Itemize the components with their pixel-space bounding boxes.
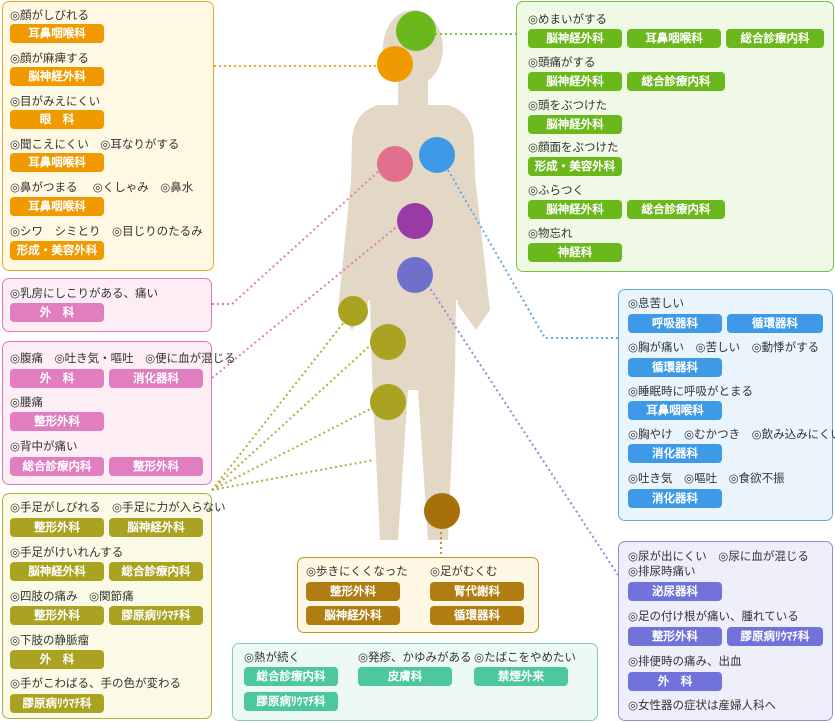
symptom-groin-pain: ◎足の付け根が痛い、腫れている bbox=[628, 609, 799, 623]
dept-pill[interactable]: 脳神経外科 bbox=[528, 200, 622, 219]
symptom-heartburn: ◎胸やけ ◎むかつき ◎飲み込みにくい bbox=[628, 427, 835, 441]
dept-pill[interactable]: 整形外科 bbox=[109, 457, 203, 476]
abdomen-dot-purple bbox=[397, 203, 433, 239]
symptom-fever: ◎熱が続く bbox=[244, 650, 301, 664]
dept-pill[interactable]: 眼 科 bbox=[10, 110, 104, 129]
dept-pill[interactable]: 外 科 bbox=[10, 303, 104, 322]
symptom-upper-back-pain: ◎背中が痛い bbox=[10, 439, 78, 453]
dept-pill[interactable]: 膠原病ﾘｳﾏﾁ科 bbox=[727, 627, 823, 646]
symptom-leg-swelling: ◎足がむくむ bbox=[430, 564, 498, 578]
symptom-face-numb: ◎顔がしびれる bbox=[10, 8, 90, 22]
symptom-gynecology-note: ◎女性器の症状は産婦人科へ bbox=[628, 698, 777, 712]
dept-pill[interactable]: 総合診療内科 bbox=[627, 72, 725, 91]
head-dot-green bbox=[396, 11, 436, 51]
dept-pill[interactable]: 膠原病ﾘｳﾏﾁ科 bbox=[109, 606, 203, 625]
symptom-walking: ◎歩きにくくなった bbox=[306, 564, 408, 578]
dept-pill[interactable]: 耳鼻咽喉科 bbox=[10, 24, 104, 43]
breast-dot-pink bbox=[377, 146, 413, 182]
dept-pill[interactable]: 整形外科 bbox=[10, 606, 104, 625]
symptom-headache: ◎頭痛がする bbox=[528, 55, 596, 69]
symptom-face-bump: ◎顔面をぶつけた bbox=[528, 140, 619, 154]
symptom-nose: ◎鼻がつまる ◎くしゃみ ◎鼻水 bbox=[10, 180, 194, 194]
dept-pill[interactable]: 禁煙外来 bbox=[474, 667, 568, 686]
dept-pill[interactable]: 外 科 bbox=[628, 672, 722, 691]
dept-pill[interactable]: 皮膚科 bbox=[358, 667, 452, 686]
symptom-hearing: ◎聞こえにくい ◎耳なりがする bbox=[10, 137, 180, 151]
dept-pill[interactable]: 脳神経外科 bbox=[10, 67, 104, 86]
dept-pill[interactable]: 整形外科 bbox=[10, 412, 104, 431]
symptom-rash: ◎発疹、かゆみがある bbox=[358, 650, 472, 664]
dept-pill[interactable]: 循環器科 bbox=[628, 358, 722, 377]
arm-dot-olive bbox=[338, 296, 368, 326]
symptom-limb-numbness: ◎手足がしびれる ◎手足に力が入らない bbox=[10, 500, 226, 514]
face-dot-orange bbox=[377, 46, 413, 82]
dept-pill[interactable]: 総合診療内科 bbox=[10, 457, 104, 476]
symptom-sleep-apnea: ◎睡眠時に呼吸がとまる bbox=[628, 384, 754, 398]
symptom-dizziness: ◎めまいがする bbox=[528, 12, 608, 26]
dept-pill[interactable]: 耳鼻咽喉科 bbox=[10, 153, 104, 172]
dept-pill[interactable]: 膠原病ﾘｳﾏﾁ科 bbox=[244, 692, 338, 711]
dept-pill[interactable]: 整形外科 bbox=[10, 518, 104, 537]
thigh-dot-olive bbox=[370, 324, 406, 360]
dept-pill[interactable]: 形成・美容外科 bbox=[10, 241, 104, 260]
dept-pill[interactable]: 消化器科 bbox=[628, 489, 722, 508]
dept-pill[interactable]: 脳神経外科 bbox=[109, 518, 203, 537]
chest-dot-blue bbox=[419, 137, 455, 173]
dept-pill[interactable]: 総合診療内科 bbox=[109, 562, 203, 581]
dept-pill[interactable]: 総合診療内科 bbox=[244, 667, 338, 686]
dept-pill[interactable]: 脳神経外科 bbox=[10, 562, 104, 581]
symptom-forgetfulness: ◎物忘れ bbox=[528, 226, 573, 240]
symptom-breathless: ◎息苦しい bbox=[628, 296, 685, 310]
dept-pill[interactable]: 形成・美容外科 bbox=[528, 157, 622, 176]
symptom-unsteady: ◎ふらつく bbox=[528, 183, 585, 197]
head-left-box bbox=[2, 1, 214, 271]
dept-pill[interactable]: 泌尿器科 bbox=[628, 582, 722, 601]
symptom-quit-smoking: ◎たばこをやめたい bbox=[474, 650, 577, 664]
symptom-head-bump: ◎頭をぶつけた bbox=[528, 98, 608, 112]
symptom-nausea: ◎吐き気 ◎嘔吐 ◎食欲不振 bbox=[628, 471, 785, 485]
dept-pill[interactable]: 外 科 bbox=[10, 369, 104, 388]
dept-pill[interactable]: 膠原病ﾘｳﾏﾁ科 bbox=[10, 694, 104, 713]
dept-pill[interactable]: 神経科 bbox=[528, 243, 622, 262]
lower-dot-violet bbox=[397, 257, 433, 293]
dept-pill[interactable]: 耳鼻咽喉科 bbox=[10, 197, 104, 216]
symptom-face-paralysis: ◎顔が麻痺する bbox=[10, 51, 90, 65]
dept-pill[interactable]: 循環器科 bbox=[430, 606, 524, 625]
dept-pill[interactable]: 消化器科 bbox=[109, 369, 203, 388]
symptom-defecation-pain: ◎排便時の痛み、出血 bbox=[628, 654, 742, 668]
dept-pill[interactable]: 腎代謝科 bbox=[430, 582, 524, 601]
symptom-wrinkles: ◎シワ シミとり ◎目じりのたるみ bbox=[10, 224, 203, 238]
symptom-breast-lump: ◎乳房にしこりがある、痛い bbox=[10, 286, 159, 300]
dept-pill[interactable]: 循環器科 bbox=[727, 314, 823, 333]
dept-pill[interactable]: 耳鼻咽喉科 bbox=[627, 29, 721, 48]
symptom-urination: ◎尿が出にくい ◎尿に血が混じる bbox=[628, 549, 809, 563]
symptom-limb-cramps: ◎手足がけいれんする bbox=[10, 545, 124, 559]
dept-pill[interactable]: 消化器科 bbox=[628, 444, 722, 463]
symptom-painful-urination: ◎排尿時痛い bbox=[628, 564, 696, 578]
foot-dot-brown bbox=[424, 493, 460, 529]
dept-pill[interactable]: 脳神経外科 bbox=[528, 115, 622, 134]
symptom-varicose: ◎下肢の静脈瘤 bbox=[10, 633, 90, 647]
knee-dot-olive bbox=[370, 384, 406, 420]
symptom-hand-stiffness: ◎手がこわばる、手の色が変わる bbox=[10, 676, 182, 690]
dept-pill[interactable]: 脳神経外科 bbox=[306, 606, 400, 625]
dept-pill[interactable]: 呼吸器科 bbox=[628, 314, 722, 333]
symptom-vision: ◎目がみえにくい bbox=[10, 94, 101, 108]
dept-pill[interactable]: 脳神経外科 bbox=[528, 29, 622, 48]
dept-pill[interactable]: 総合診療内科 bbox=[726, 29, 824, 48]
dept-pill[interactable]: 整形外科 bbox=[628, 627, 722, 646]
dept-pill[interactable]: 総合診療内科 bbox=[627, 200, 725, 219]
symptom-chest-pain: ◎胸が痛い ◎苦しい ◎動悸がする bbox=[628, 340, 820, 354]
symptom-joint-pain: ◎四肢の痛み ◎関節痛 bbox=[10, 589, 134, 603]
symptom-back-pain: ◎腰痛 bbox=[10, 395, 44, 409]
dept-pill[interactable]: 耳鼻咽喉科 bbox=[628, 401, 722, 420]
dept-pill[interactable]: 脳神経外科 bbox=[528, 72, 622, 91]
dept-pill[interactable]: 整形外科 bbox=[306, 582, 400, 601]
symptom-abdominal-pain: ◎腹痛 ◎吐き気・嘔吐 ◎便に血が混じる bbox=[10, 351, 236, 365]
dept-pill[interactable]: 外 科 bbox=[10, 650, 104, 669]
